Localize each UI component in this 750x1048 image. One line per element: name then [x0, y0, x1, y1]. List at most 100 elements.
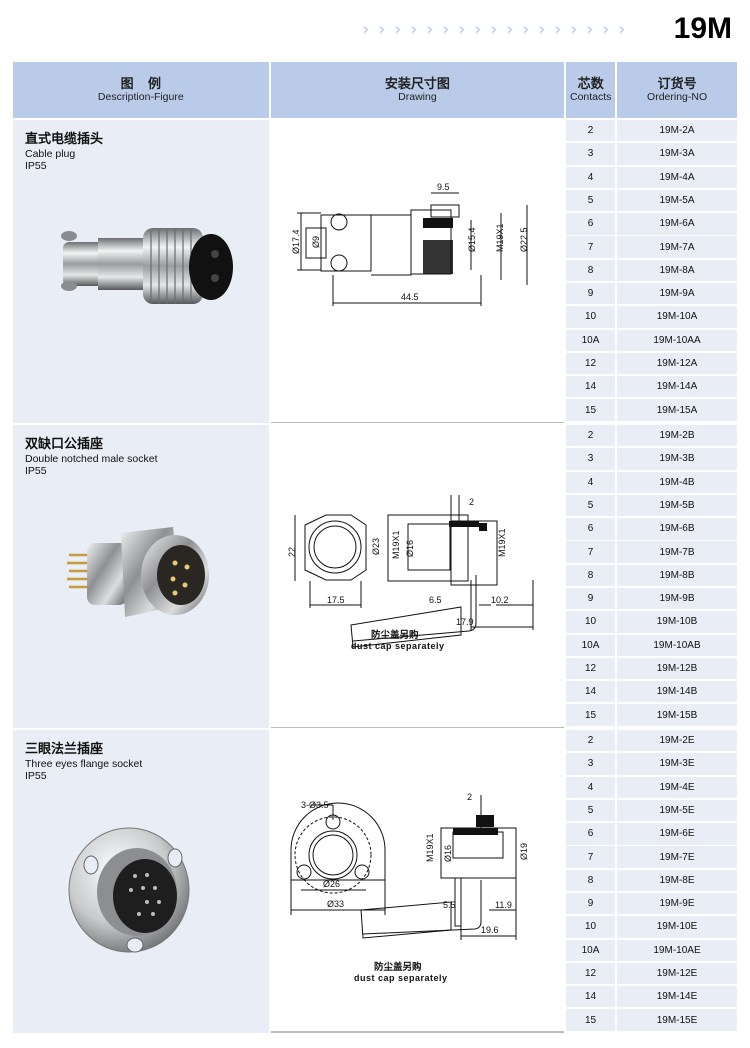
dim-label: 19.6 [481, 925, 499, 935]
contacts-cell: 3 [566, 753, 615, 775]
contacts-cell: 12 [566, 352, 615, 375]
dim-label: 11.9 [495, 900, 512, 910]
contacts-cell: 7 [566, 846, 615, 868]
dim-label: Ø33 [327, 899, 344, 909]
dim-label: Ø15.4 [467, 227, 477, 252]
ordering-number-cell: 19M-15B [617, 704, 737, 726]
ordering-number-cell: 19M-14B [617, 681, 737, 703]
dim-label: 2 [469, 497, 474, 507]
contacts-cell: 15 [566, 704, 615, 726]
dim-label: M19X1 [391, 530, 401, 559]
ordering-number-cell: 19M-3B [617, 448, 737, 470]
ordering-number-cell: 19M-2A [617, 120, 737, 142]
header-description: 图 例 Description-Figure [13, 62, 269, 118]
ordering-number-cell: 19M-10AB [617, 634, 737, 656]
ordering-number-cell: 19M-14E [617, 986, 737, 1008]
product-table: 图 例 Description-Figure 安装尺寸图 Drawing 芯数 … [13, 62, 737, 1033]
ordering-number-cell: 19M-14A [617, 376, 737, 398]
drawing-cell: 22 Ø23 17.5 2 M19X1 Ø16 M19X1 6.5 10.2 1… [270, 425, 564, 728]
ordering-number-cell: 19M-12A [617, 352, 737, 375]
contacts-cell: 5 [566, 494, 615, 517]
ordering-number-cell: 19M-9B [617, 587, 737, 610]
contacts-cell: 9 [566, 892, 615, 915]
ordering-number-cell: 19M-3E [617, 753, 737, 775]
ordering-number-cell: 19M-2B [617, 425, 737, 447]
chevron-icon: › [490, 19, 498, 40]
product-name-en: Cable plug [25, 148, 76, 160]
ordering-number-cell: 19M-4E [617, 776, 737, 798]
section-male-socket: 双缺口公插座 Double notched male socket IP55 [13, 425, 737, 728]
chevron-icon: › [474, 19, 482, 40]
ordering-number-cell: 19M-9E [617, 892, 737, 915]
dim-label: Ø23 [371, 538, 381, 555]
product-name-en: Double notched male socket [25, 453, 158, 465]
ip-rating: IP55 [25, 465, 47, 477]
chevron-icon: › [570, 19, 578, 40]
contacts-cell: 10 [566, 306, 615, 328]
ordering-number-cell: 19M-7A [617, 236, 737, 258]
dust-cap-note-zh: 防尘盖另购 [374, 961, 422, 973]
ip-rating: IP55 [25, 160, 47, 172]
ordering-number-cell: 19M-10AE [617, 939, 737, 961]
dust-cap-note-en: dust cap separately [351, 641, 445, 651]
contacts-cell: 3 [566, 143, 615, 165]
dim-label: Ø19 [519, 843, 529, 860]
chevron-icon: › [442, 19, 450, 40]
chevron-icon: › [394, 19, 402, 40]
contacts-cell: 4 [566, 471, 615, 493]
ordering-number-cell: 19M-4B [617, 471, 737, 493]
ordering-number-cell: 19M-3A [617, 143, 737, 165]
description-cell: 三眼法兰插座 Three eyes flange socket IP55 [13, 730, 269, 1033]
product-name-zh: 三眼法兰插座 [25, 741, 104, 756]
flange-socket-photo-icon [68, 827, 190, 953]
ordering-number-cell: 19M-7B [617, 541, 737, 563]
header-drawing-zh: 安装尺寸图 [384, 76, 450, 91]
description-cell: 双缺口公插座 Double notched male socket IP55 [13, 425, 269, 728]
contacts-cell: 15 [566, 399, 615, 421]
contacts-cell: 4 [566, 166, 615, 188]
product-name-zh: 直式电缆插头 [25, 131, 104, 146]
ordering-number-cell: 19M-10E [617, 916, 737, 938]
dim-label: 17.5 [327, 595, 345, 605]
ordering-number-cell: 19M-5B [617, 494, 737, 517]
contacts-cell: 10 [566, 611, 615, 633]
contacts-cell: 2 [566, 425, 615, 447]
header-drawing: 安装尺寸图 Drawing [270, 62, 565, 118]
chevron-decoration: ››››››››››››››››› [362, 19, 632, 40]
ordering-number-cell: 19M-8A [617, 259, 737, 282]
male-socket-drawing: 22 Ø23 17.5 2 M19X1 Ø16 M19X1 6.5 10.2 1… [287, 495, 534, 651]
dim-label: 6.5 [429, 595, 442, 605]
chevron-icon: › [586, 19, 594, 40]
dim-label: 9.5 [437, 182, 450, 192]
contacts-cell: 5 [566, 189, 615, 212]
header-ordering-zh: 订货号 [657, 76, 697, 91]
chevron-icon: › [426, 19, 434, 40]
ordering-number-cell: 19M-10A [617, 306, 737, 328]
contacts-cell: 8 [566, 259, 615, 282]
ordering-number-cell: 19M-9A [617, 282, 737, 305]
ordering-number-cell: 19M-12B [617, 657, 737, 680]
ordering-number-cell: 19M-2E [617, 730, 737, 752]
contacts-cell: 2 [566, 730, 615, 752]
ip-rating: IP55 [25, 770, 47, 782]
